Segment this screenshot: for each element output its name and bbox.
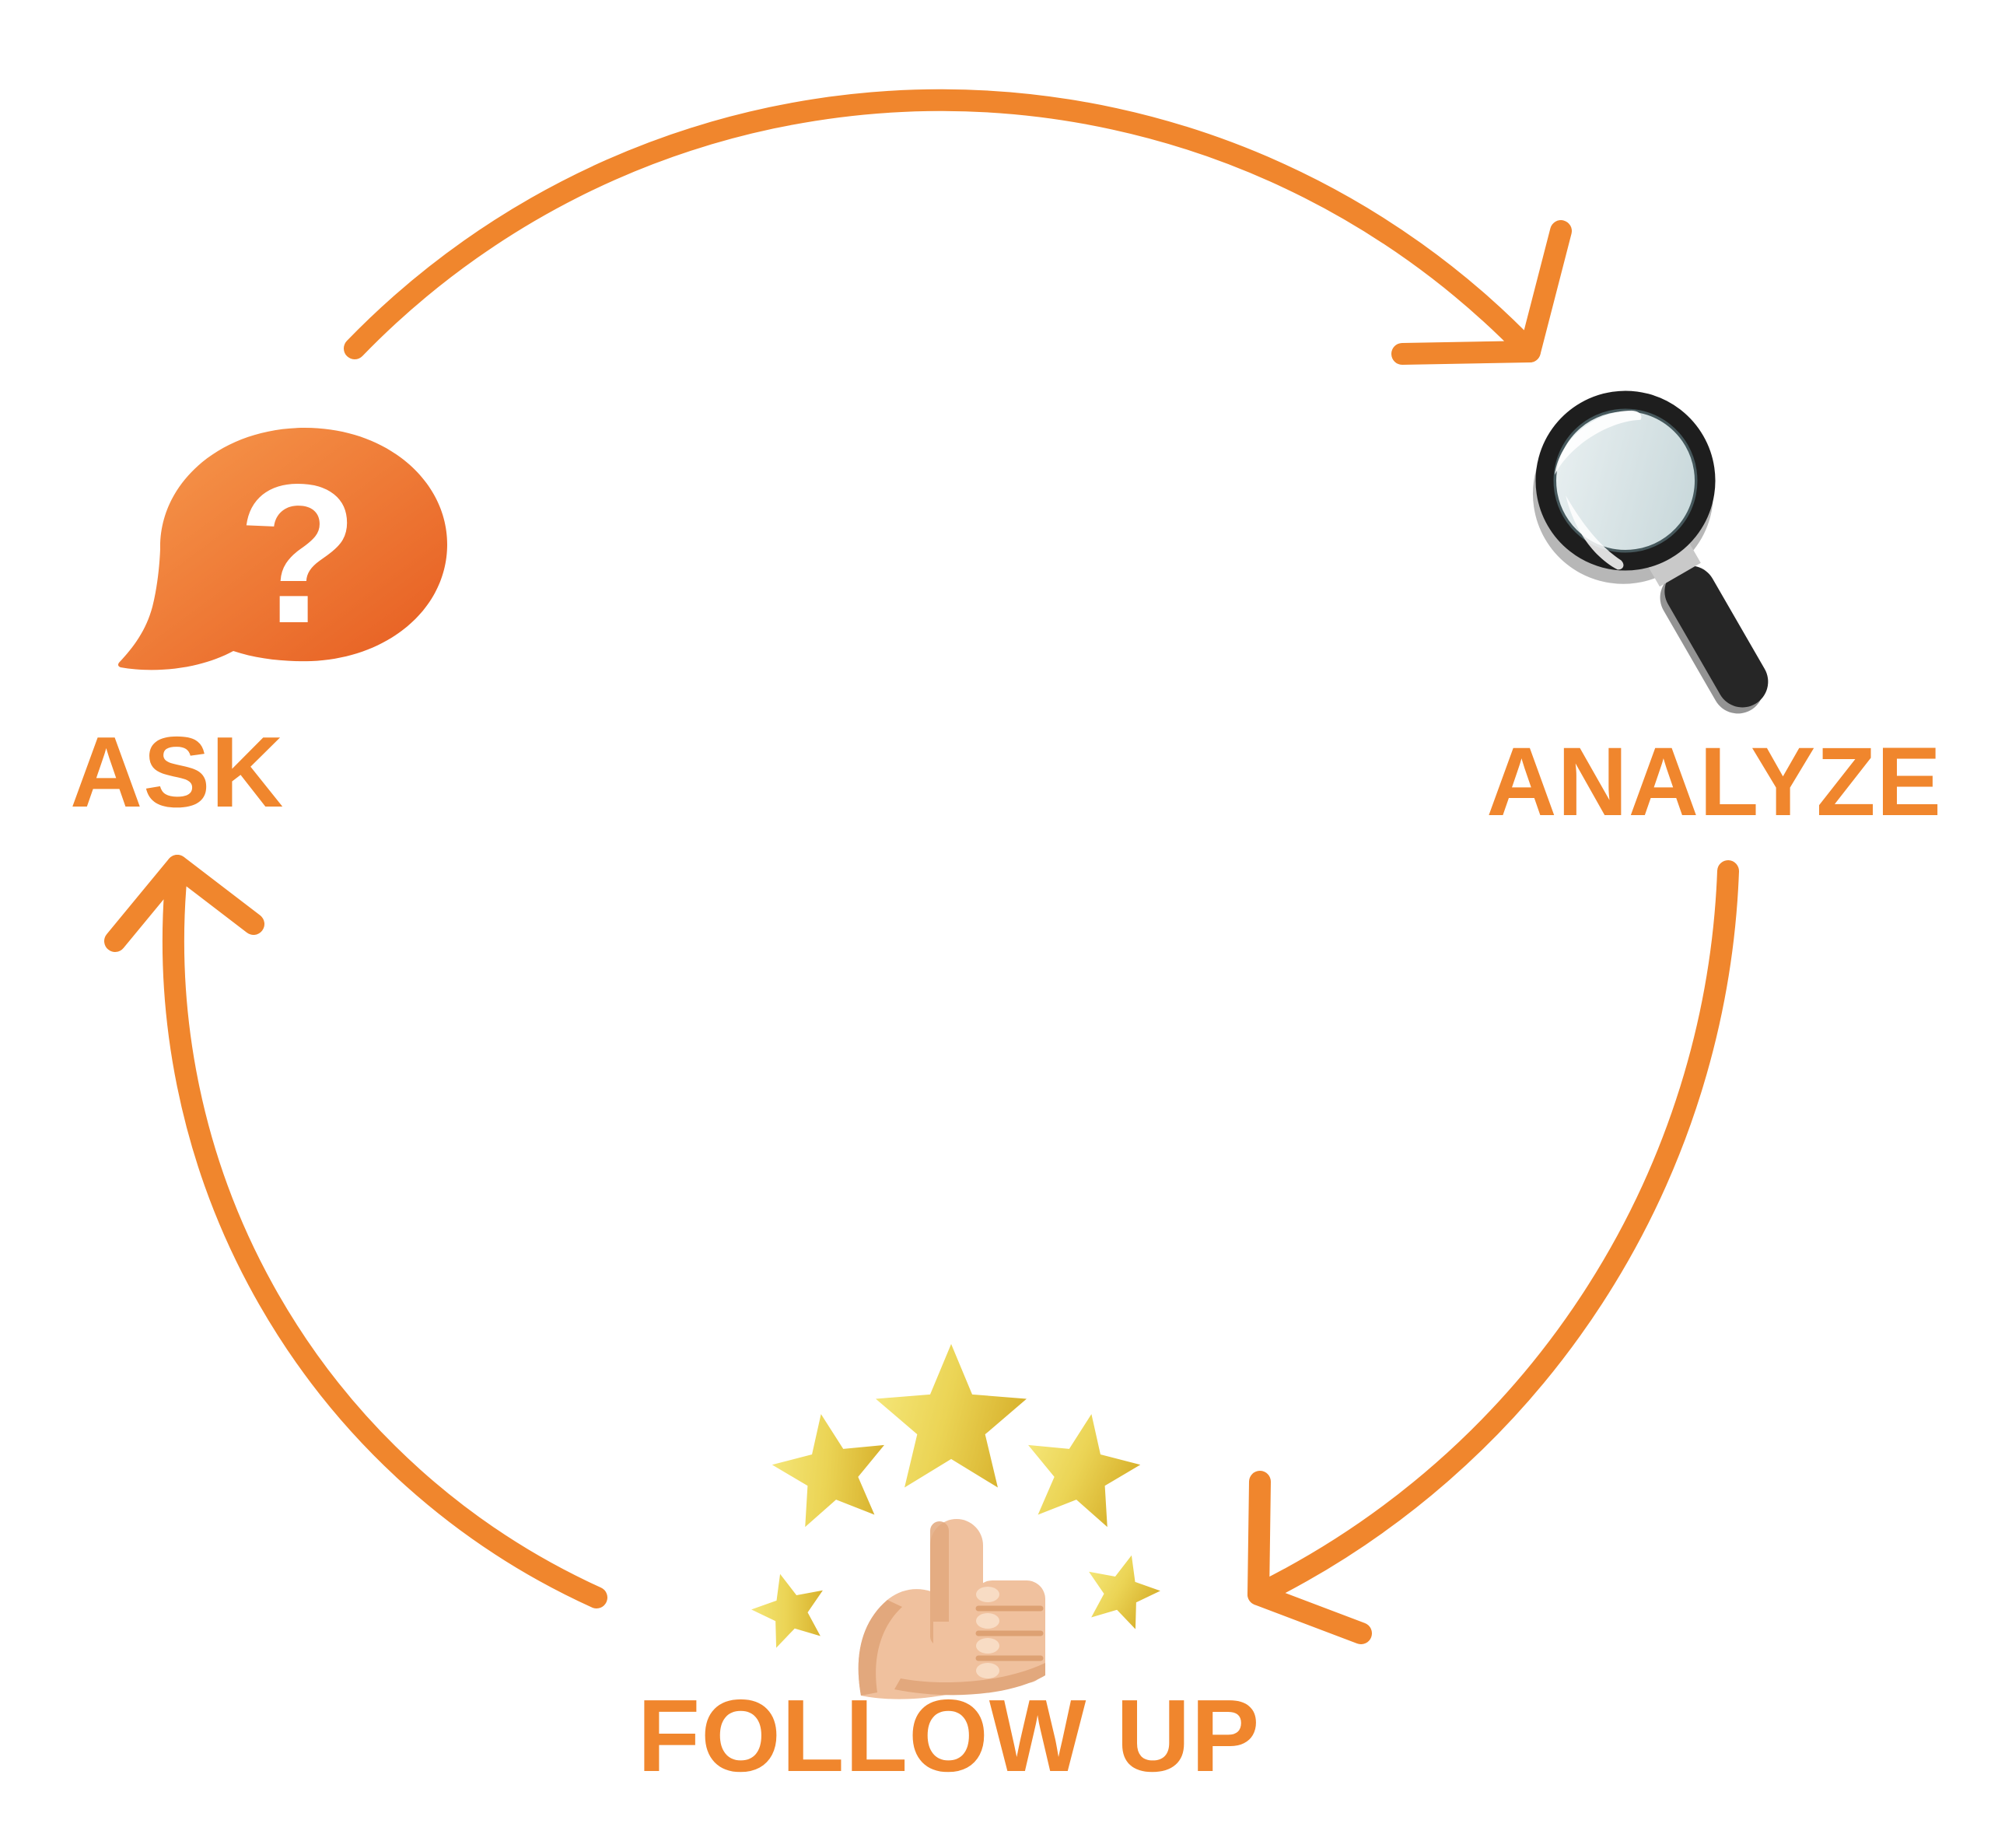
finger-knuckles xyxy=(976,1587,999,1678)
follow-up-label: FOLLOW UP xyxy=(638,1678,1261,1793)
hand-bottom-shade xyxy=(894,1663,1045,1696)
ask-label: ASK xyxy=(70,716,284,828)
thumbs-up-five-stars-icon xyxy=(744,1344,1167,1699)
magnifier-rim xyxy=(1535,390,1716,571)
star-icon xyxy=(875,1344,1027,1488)
analyze-label: ANALYZE xyxy=(1486,728,1942,836)
star-icon xyxy=(744,1564,835,1652)
cycle-arrows xyxy=(104,89,1739,1644)
arrow-follow-up-to-ask xyxy=(162,855,607,1608)
star-icon xyxy=(1016,1404,1148,1531)
hand-forearm-shade xyxy=(858,1600,902,1696)
magnifier-handle xyxy=(1664,565,1769,708)
speech-bubble-shape xyxy=(117,428,448,670)
step-ask: ? ASK xyxy=(70,428,448,828)
star-icon xyxy=(765,1404,896,1531)
magnifier-lens xyxy=(1553,408,1698,553)
step-analyze: ANALYZE xyxy=(1486,390,1942,836)
question-mark-glyph: ? xyxy=(237,443,359,665)
arrowhead-analyze-to-follow-up xyxy=(1247,1471,1372,1644)
arrowhead-follow-up-to-ask xyxy=(104,855,264,952)
step-follow-up: FOLLOW UP xyxy=(638,1344,1261,1793)
magnifying-glass-icon xyxy=(1532,390,1769,714)
arrow-ask-to-analyze xyxy=(344,89,1541,362)
lens-highlight-top xyxy=(1555,410,1642,475)
lens-highlight-left xyxy=(1566,495,1624,570)
arrow-analyze-to-follow-up xyxy=(1247,860,1739,1605)
hand-thumb-shade xyxy=(930,1521,949,1646)
question-speech-bubble-icon: ? xyxy=(117,428,448,670)
star-icon xyxy=(1077,1545,1167,1633)
thumbs-up-hand xyxy=(858,1519,1045,1699)
finger-separators xyxy=(975,1605,1044,1661)
arrowhead-ask-to-analyze xyxy=(1391,220,1572,365)
